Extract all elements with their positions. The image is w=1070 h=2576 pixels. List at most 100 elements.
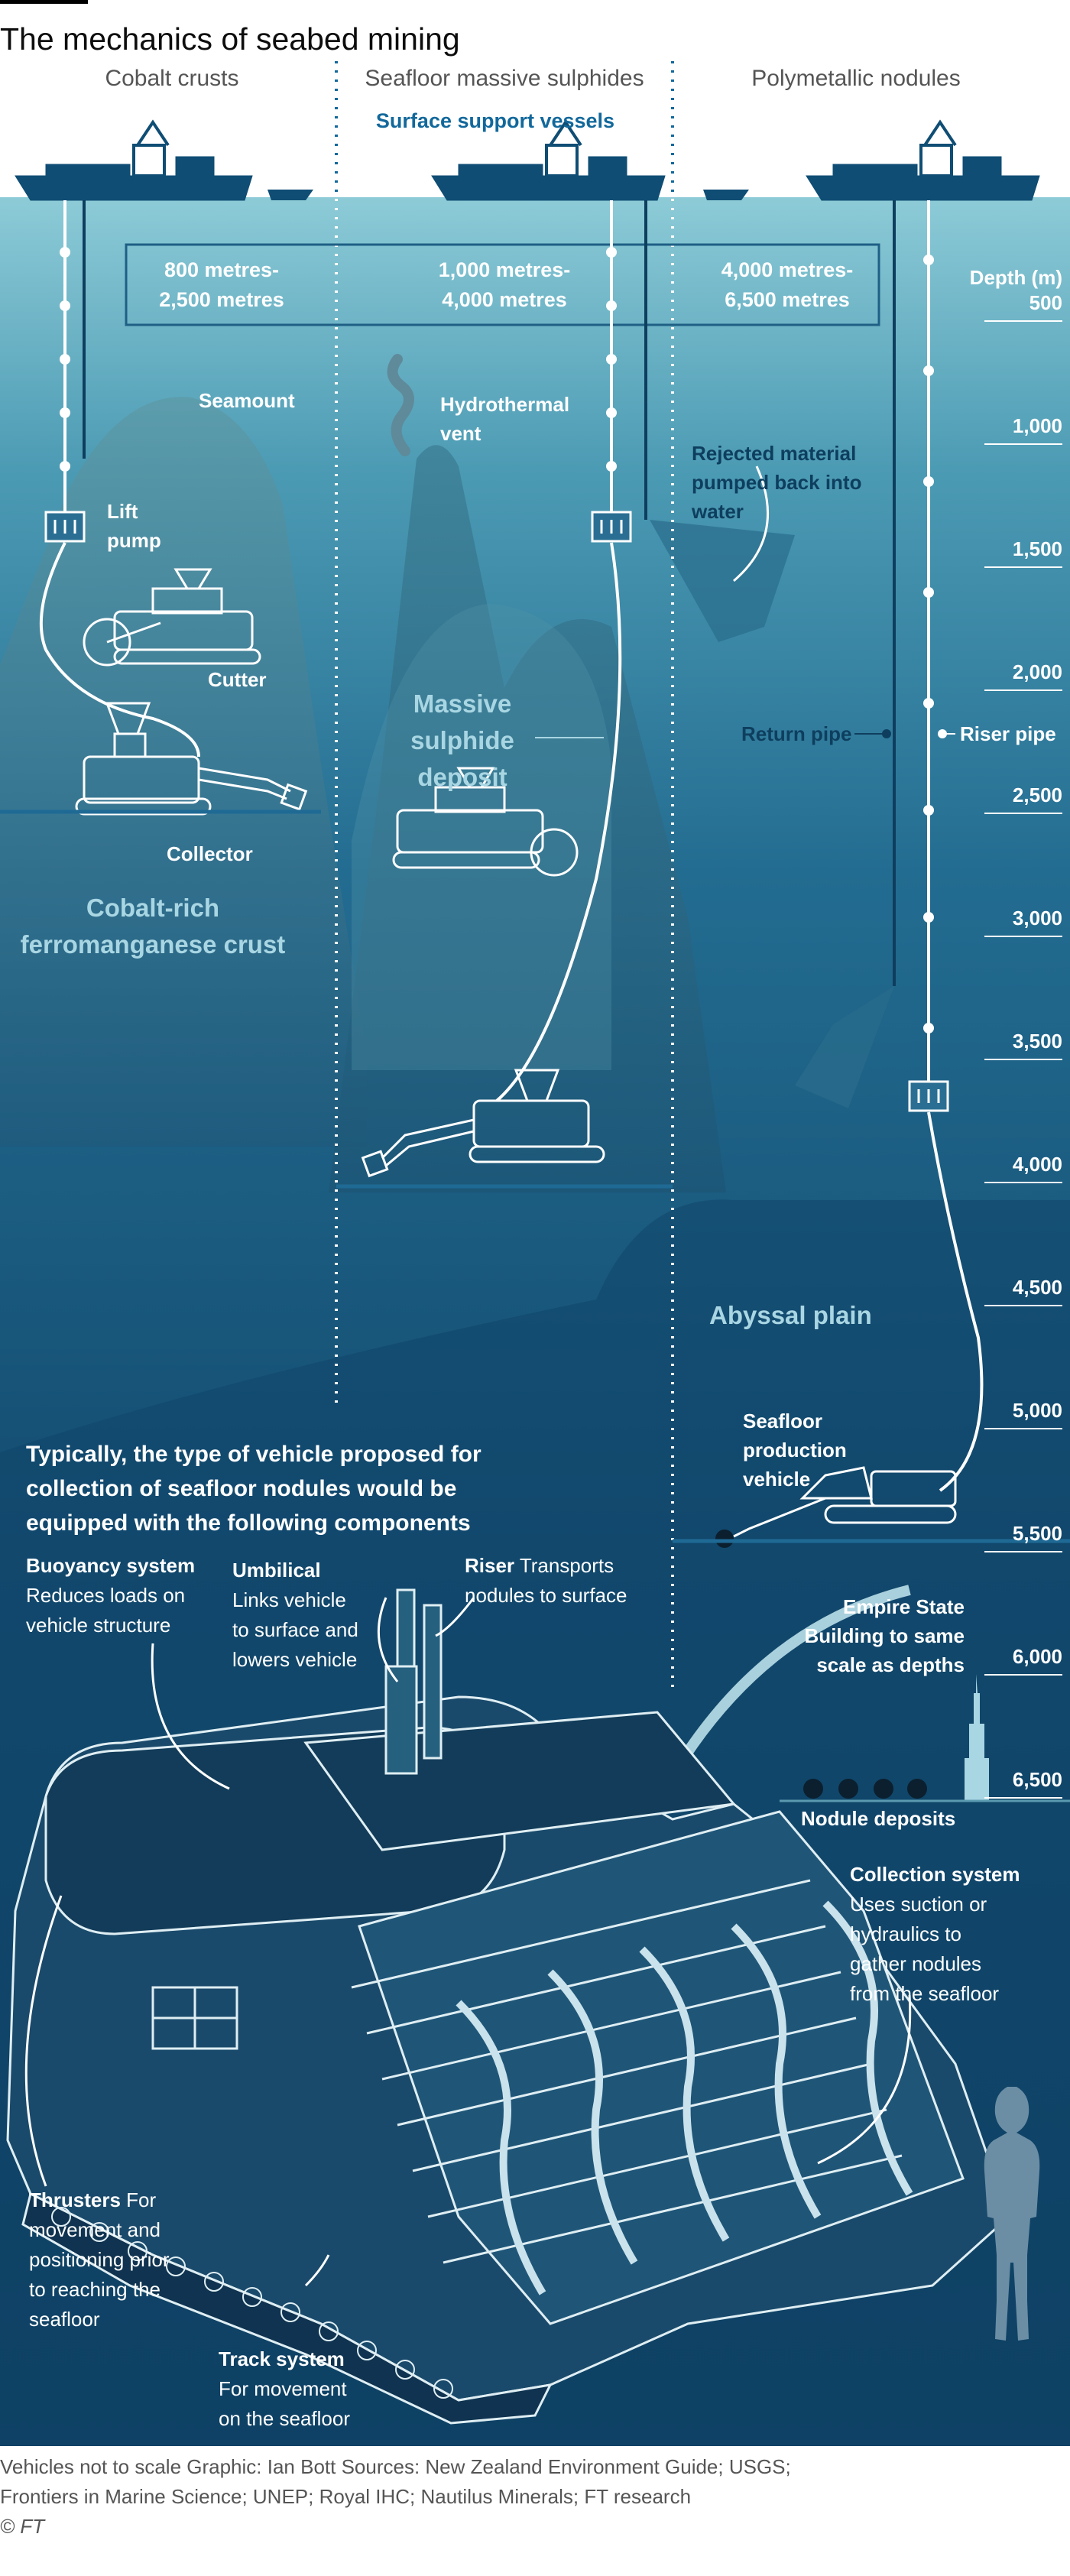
depth-tick-label: 5,500: [1012, 1522, 1062, 1545]
riser-text-line2: nodules to surface: [465, 1584, 627, 1607]
collection-system-title: Collection system: [850, 1863, 1020, 1886]
umbilical-text-line3: lowers vehicle: [232, 1648, 358, 1671]
track-system-text-line2: on the seafloor: [219, 2407, 351, 2430]
return-pipe-label: Return pipe: [741, 722, 852, 745]
depth-tick-label: 2,000: [1012, 660, 1062, 683]
seamount-label: Seamount: [199, 389, 295, 412]
empire-state-label: Empire State Building to same scale as d…: [764, 1592, 965, 1679]
lift-pump-label-line1: Lift: [107, 500, 138, 523]
cutter-vehicle: [83, 568, 261, 667]
buoyancy-system-annotation: Buoyancy system Reduces loads on vehicle…: [26, 1551, 195, 1640]
component-pointers: [24, 466, 912, 2287]
depth-tick-label: 500: [1029, 291, 1062, 314]
track-system-text-line1: For movement: [219, 2377, 347, 2400]
buoyancy-system-text-line2: vehicle structure: [26, 1614, 171, 1637]
vessel-3: [806, 119, 1040, 201]
nodule-deposits-label: Nodule deposits: [801, 1807, 956, 1830]
pointer-arrow: [660, 1585, 911, 1792]
buoyancy-system-text-line1: Reduces loads on: [26, 1584, 186, 1607]
umbilical-text-line2: to surface and: [232, 1618, 358, 1641]
thrusters-text-line5: seafloor: [29, 2308, 100, 2331]
empire-state-label-line2: Building to same: [804, 1624, 965, 1647]
empire-state-label-line3: scale as depths: [816, 1653, 965, 1676]
production-vehicle-label: Seafloor production vehicle: [743, 1406, 847, 1494]
sulphide-deposit-area: [352, 604, 611, 1070]
depth-band-cobalt-line2: 2,500 metres: [159, 288, 284, 311]
umbilical-annotation: Umbilical Links vehicle to surface and l…: [232, 1556, 358, 1675]
umbilical-title: Umbilical: [232, 1559, 321, 1582]
lift-pump-label-line2: pump: [107, 529, 161, 552]
riser-text-line1: Transports: [519, 1554, 614, 1577]
support-boat-1: [268, 190, 313, 200]
depth-tick-label: 4,000: [1012, 1153, 1062, 1176]
depth-band-cobalt: 800 metres- 2,500 metres: [130, 255, 313, 315]
riser-annotation: Riser Transports nodules to surface: [465, 1551, 627, 1611]
hydrothermal-vent-label: Hydrothermal vent: [440, 390, 569, 448]
track-system-annotation: Track system For movement on the seafloo…: [219, 2344, 350, 2434]
thrusters-text-line4: to reaching the: [29, 2278, 161, 2301]
sulphide-deposit-label-line1: Massive sulphide: [410, 689, 514, 754]
cobalt-crust-label: Cobalt-rich ferromanganese crust: [15, 890, 290, 963]
rejected-material-label: Rejected material pumped back into water: [692, 439, 861, 526]
page-title: The mechanics of seabed mining: [0, 21, 460, 57]
lift-pump-3: [908, 1080, 949, 1112]
support-boat-2: [703, 190, 749, 200]
credits-line2: Frontiers in Marine Science; UNEP; Royal…: [0, 2485, 692, 2508]
credits-line1: Vehicles not to scale Graphic: Ian Bott …: [0, 2455, 791, 2478]
depth-tick-label: 3,000: [1012, 907, 1062, 930]
riser-pipe-label: Riser pipe: [960, 722, 1056, 745]
depth-band-cobalt-line1: 800 metres-: [164, 258, 280, 281]
hydrothermal-vent-label-line2: vent: [440, 422, 481, 445]
collection-system-text-line3: gather nodules: [850, 1952, 982, 1975]
depth-band-nodules: 4,000 metres- 6,500 metres: [696, 255, 879, 315]
vessel-1: [15, 119, 253, 201]
empire-state-building: [965, 1674, 989, 1800]
empire-state-label-line1: Empire State: [843, 1595, 965, 1618]
production-vehicle-label-line3: vehicle: [743, 1468, 811, 1491]
lift-pump-label: Lift pump: [107, 497, 161, 555]
riser-title: Riser: [465, 1554, 515, 1577]
person-silhouette: [984, 2087, 1040, 2341]
depth-tick-label: 3,500: [1012, 1030, 1062, 1053]
column-title-cobalt: Cobalt crusts: [105, 66, 239, 91]
cutter-vehicle-2: [392, 767, 579, 877]
depth-tick-label: 4,500: [1012, 1276, 1062, 1299]
thrusters-text-line1: For: [126, 2188, 157, 2211]
vent-smoke: [387, 354, 414, 456]
surface-vessels-label: Surface support vessels: [375, 109, 615, 132]
collector-label: Collector: [167, 842, 253, 865]
nodule-collector-vehicle: [6, 1588, 1010, 2425]
rejected-material-label-line2: pumped back into: [692, 471, 862, 494]
credits-footer: Vehicles not to scale Graphic: Ian Bott …: [0, 2452, 1055, 2512]
components-intro: Typically, the type of vehicle proposed …: [26, 1442, 481, 1536]
depth-axis-heading: Depth (m): [969, 266, 1062, 289]
collection-system-text-line1: Uses suction or: [850, 1893, 987, 1916]
depth-band-sulphides-line2: 4,000 metres: [442, 288, 567, 311]
depth-tick-label: 1,500: [1012, 537, 1062, 560]
seamount: [0, 397, 367, 1147]
thrusters-text-line2: movement and: [29, 2218, 160, 2241]
lift-pump-1: [44, 511, 86, 543]
depth-band-nodules-line1: 4,000 metres-: [721, 258, 854, 281]
riser-pipe-3: [927, 200, 984, 1492]
hydrothermal-peak: [329, 445, 726, 1192]
depth-tick-lines: [984, 320, 1062, 1799]
collection-system-annotation: Collection system Uses suction or hydrau…: [850, 1860, 1020, 2009]
depth-tick-label: 6,000: [1012, 1645, 1062, 1668]
depth-tick-label: 6,500: [1012, 1768, 1062, 1791]
cutter-label: Cutter: [208, 668, 267, 691]
copyright: © FT: [0, 2515, 45, 2538]
column-title-sulphides: Seafloor massive sulphides: [365, 66, 644, 91]
depth-band-nodules-line2: 6,500 metres: [725, 288, 850, 311]
vessel-2: [431, 119, 666, 201]
depth-tick-label: 5,000: [1012, 1399, 1062, 1422]
depth-band-sulphides-line1: 1,000 metres-: [438, 258, 571, 281]
depth-band-box: [125, 243, 880, 326]
collector-vehicle-1: [75, 702, 308, 816]
cobalt-crust-label-line1: Cobalt-rich: [86, 894, 220, 922]
collector-vehicle-2: [361, 1069, 605, 1178]
cobalt-crust-label-line2: ferromanganese crust: [20, 930, 286, 959]
thrusters-text-line3: positioning prior: [29, 2248, 170, 2271]
ocean-illustration: [0, 61, 1070, 2446]
